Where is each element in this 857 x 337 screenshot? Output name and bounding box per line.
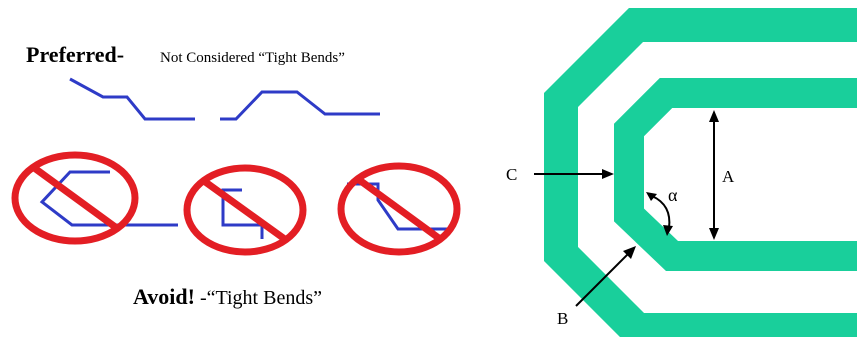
- label-b: B: [557, 309, 568, 328]
- copper-traces: [544, 8, 857, 337]
- prohibit-circle-1: [11, 151, 139, 245]
- label-alpha: α: [668, 185, 678, 205]
- label-a: A: [722, 167, 735, 186]
- label-c: C: [506, 165, 517, 184]
- prohibit-circle-3: [337, 162, 461, 256]
- avoid-example-1: [11, 151, 178, 245]
- prohibit-slash-1: [30, 164, 121, 232]
- arrow-c: [534, 169, 614, 179]
- dimension-a: [709, 110, 719, 240]
- tight-bend-trace-2: [221, 188, 264, 239]
- inner-trace: [614, 78, 857, 271]
- prohibit-circle-2: [183, 164, 307, 256]
- preferred-trace-right: [220, 90, 380, 121]
- angle-alpha-arc: [646, 192, 673, 236]
- avoid-example-2: [183, 164, 307, 256]
- avoid-title: Avoid! -“Tight Bends”: [133, 284, 322, 309]
- outer-trace: [544, 8, 857, 337]
- preferred-trace-left: [69, 77, 195, 121]
- preferred-subtitle: Not Considered “Tight Bends”: [160, 50, 345, 66]
- tight-bend-trace-1: [39, 170, 178, 227]
- prohibit-slash-2: [201, 178, 289, 243]
- preferred-title: Preferred-: [26, 42, 124, 67]
- arrow-b: [575, 246, 636, 307]
- prohibit-slash-3: [355, 176, 443, 242]
- avoid-example-3: [337, 162, 461, 256]
